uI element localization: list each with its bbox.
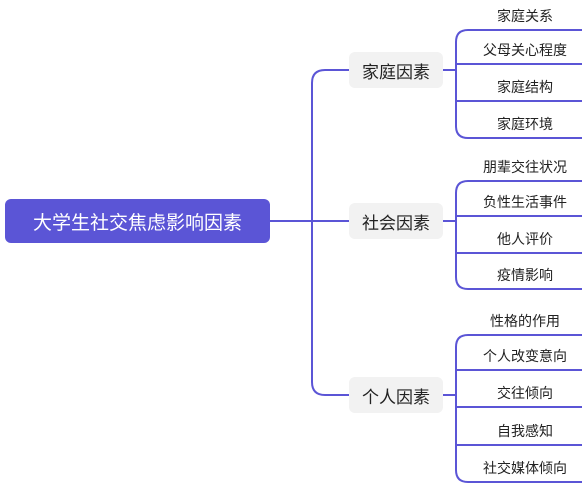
- leaf-node[interactable]: 负性生活事件: [468, 189, 582, 217]
- leaf-node-label: 交往倾向: [497, 386, 553, 402]
- leaf-node[interactable]: 家庭关系: [468, 3, 582, 31]
- leaf-node-label: 个人改变意向: [483, 349, 567, 365]
- branch-node-label: 社会因素: [362, 213, 430, 234]
- leaf-node-label: 家庭关系: [497, 9, 553, 25]
- leaf-node-label: 社交媒体倾向: [483, 461, 567, 477]
- root-node-label: 大学生社交焦虑影响因素: [32, 211, 242, 234]
- leaf-node[interactable]: 交往倾向: [468, 380, 582, 408]
- leaf-node[interactable]: 朋辈交往状况: [468, 154, 582, 182]
- branch-node-family[interactable]: 家庭因素: [349, 52, 443, 88]
- leaf-node-label: 他人评价: [497, 232, 553, 248]
- leaf-node-label: 自我感知: [497, 424, 553, 440]
- leaf-node[interactable]: 家庭结构: [468, 74, 582, 102]
- leaf-node[interactable]: 父母关心程度: [468, 37, 582, 65]
- leaf-node[interactable]: 家庭环境: [468, 111, 582, 139]
- branch-node-label: 家庭因素: [362, 62, 430, 83]
- leaf-node[interactable]: 社交媒体倾向: [468, 455, 582, 483]
- branch-node-personal[interactable]: 个人因素: [349, 377, 443, 413]
- leaf-node-label: 性格的作用: [490, 314, 560, 330]
- leaf-node[interactable]: 自我感知: [468, 418, 582, 446]
- leaf-node-label: 家庭环境: [497, 117, 553, 133]
- leaf-node[interactable]: 疫情影响: [468, 262, 582, 290]
- leaf-node-label: 负性生活事件: [483, 195, 567, 211]
- leaf-node[interactable]: 他人评价: [468, 226, 582, 254]
- root-node[interactable]: 大学生社交焦虑影响因素: [5, 199, 270, 243]
- leaf-node-label: 朋辈交往状况: [483, 160, 567, 176]
- leaf-node[interactable]: 性格的作用: [468, 308, 582, 336]
- branch-node-social[interactable]: 社会因素: [349, 203, 443, 239]
- leaf-node-label: 疫情影响: [497, 268, 553, 284]
- leaf-node-label: 父母关心程度: [483, 43, 567, 59]
- leaf-node[interactable]: 个人改变意向: [468, 343, 582, 371]
- branch-node-label: 个人因素: [362, 387, 430, 408]
- leaf-node-label: 家庭结构: [497, 80, 553, 96]
